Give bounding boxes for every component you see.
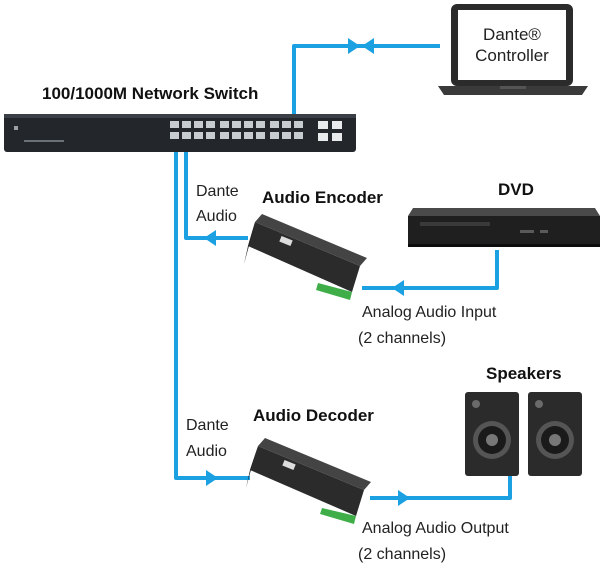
input-label-line2: (2 channels) bbox=[358, 330, 447, 347]
controller-label-line2: Controller bbox=[475, 46, 549, 65]
arrow-left-icon bbox=[362, 38, 374, 54]
speakers-title: Speakers bbox=[486, 364, 562, 383]
dvd-player-icon bbox=[408, 208, 600, 247]
decoder-title: Audio Decoder bbox=[253, 406, 374, 425]
encoder-link-label-line1: Dante bbox=[196, 183, 239, 200]
output-label-line1: Analog Audio Output bbox=[362, 520, 509, 537]
input-label-line1: Analog Audio Input bbox=[362, 304, 497, 321]
cable-switch-to-controller bbox=[292, 44, 440, 120]
cable-decoder-to-speakers bbox=[370, 476, 512, 500]
decoder-device-icon bbox=[246, 438, 371, 524]
cable-switch-to-encoder bbox=[184, 148, 248, 240]
arrow-right-icon bbox=[398, 490, 410, 506]
controller-label-line1: Dante® bbox=[483, 25, 541, 44]
arrow-left-icon bbox=[204, 230, 216, 246]
speaker-right-icon bbox=[528, 392, 582, 476]
switch-label: 100/1000M Network Switch bbox=[42, 84, 259, 103]
decoder-link-label-line1: Dante bbox=[186, 417, 229, 434]
controller-label: Dante® Controller bbox=[458, 24, 566, 66]
decoder-link-label-line2: Audio bbox=[186, 443, 227, 460]
network-switch bbox=[4, 114, 356, 152]
output-label-line2: (2 channels) bbox=[358, 546, 447, 563]
dvd-title: DVD bbox=[498, 180, 534, 199]
arrow-left-icon bbox=[392, 280, 404, 296]
cable-dvd-to-encoder bbox=[362, 250, 499, 290]
arrowheads bbox=[204, 38, 410, 506]
arrow-right-icon bbox=[348, 38, 360, 54]
cables bbox=[174, 44, 512, 500]
encoder-device-icon bbox=[244, 214, 367, 300]
speaker-left-icon bbox=[465, 392, 519, 476]
encoder-link-label-line2: Audio bbox=[196, 208, 237, 225]
encoder-title: Audio Encoder bbox=[262, 188, 383, 207]
cable-switch-to-decoder bbox=[174, 148, 250, 480]
arrow-right-icon bbox=[206, 470, 218, 486]
laptop-icon bbox=[438, 4, 588, 95]
